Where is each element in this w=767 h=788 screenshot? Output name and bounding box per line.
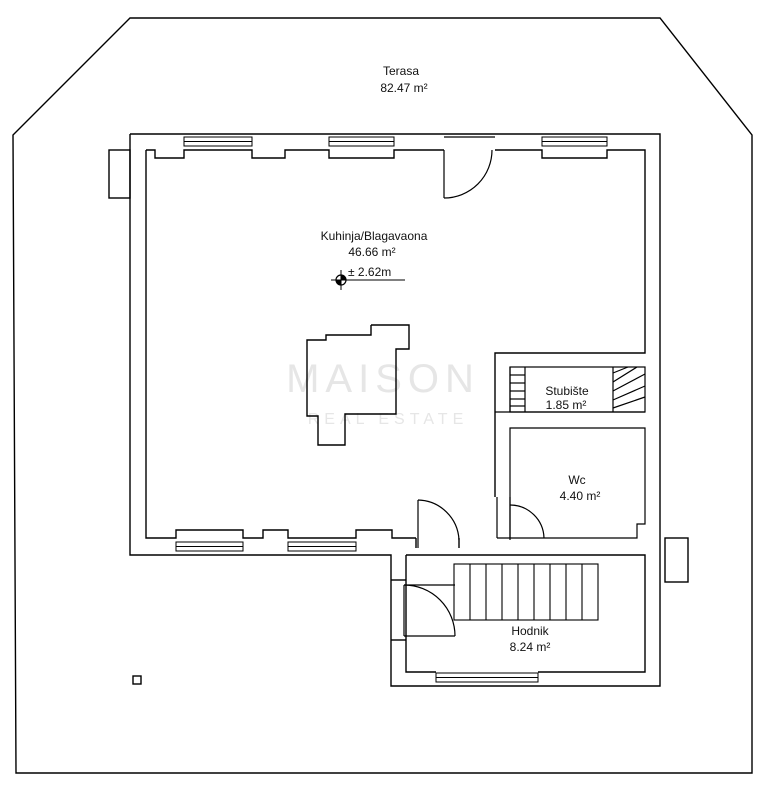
door-top: [443, 136, 495, 199]
small-post: [132, 675, 142, 685]
watermark-brand: MAISON: [286, 357, 480, 401]
hall-staircase: [453, 563, 599, 621]
level-marker-label: ± 2.62m: [348, 265, 391, 279]
room-area-terasa: 82.47 m²: [380, 81, 427, 95]
watermark: MAISON REAL ESTATE: [286, 357, 480, 428]
chimney-right: [664, 537, 689, 583]
room-area-wc: 4.40 m²: [560, 489, 601, 503]
door-kitchen-hall: [417, 499, 460, 548]
room-area-kuhinja: 46.66 m²: [348, 245, 395, 259]
room-name-terasa: Terasa: [383, 64, 419, 78]
level-marker: ± 2.62m: [331, 265, 405, 290]
door-hall-entry: [403, 584, 456, 637]
chimney-left: [108, 149, 131, 199]
watermark-tagline: REAL ESTATE: [308, 411, 469, 428]
room-name-hodnik: Hodnik: [511, 624, 549, 638]
terrace-outline: [12, 17, 753, 774]
room-name-wc: Wc: [568, 473, 585, 487]
staircase-room: [495, 366, 646, 413]
room-area-hodnik: 8.24 m²: [510, 640, 551, 654]
hall-walls: [391, 554, 646, 673]
windows-top: [175, 136, 608, 683]
room-area-stubiste: 1.85 m²: [546, 398, 587, 412]
room-name-stubiste: Stubište: [545, 384, 589, 398]
chimney-stack: [306, 324, 410, 446]
wc-room: [496, 427, 646, 540]
exterior-walls: [129, 133, 661, 687]
room-name-kuhinja: Kuhinja/Blagavaona: [321, 229, 428, 243]
